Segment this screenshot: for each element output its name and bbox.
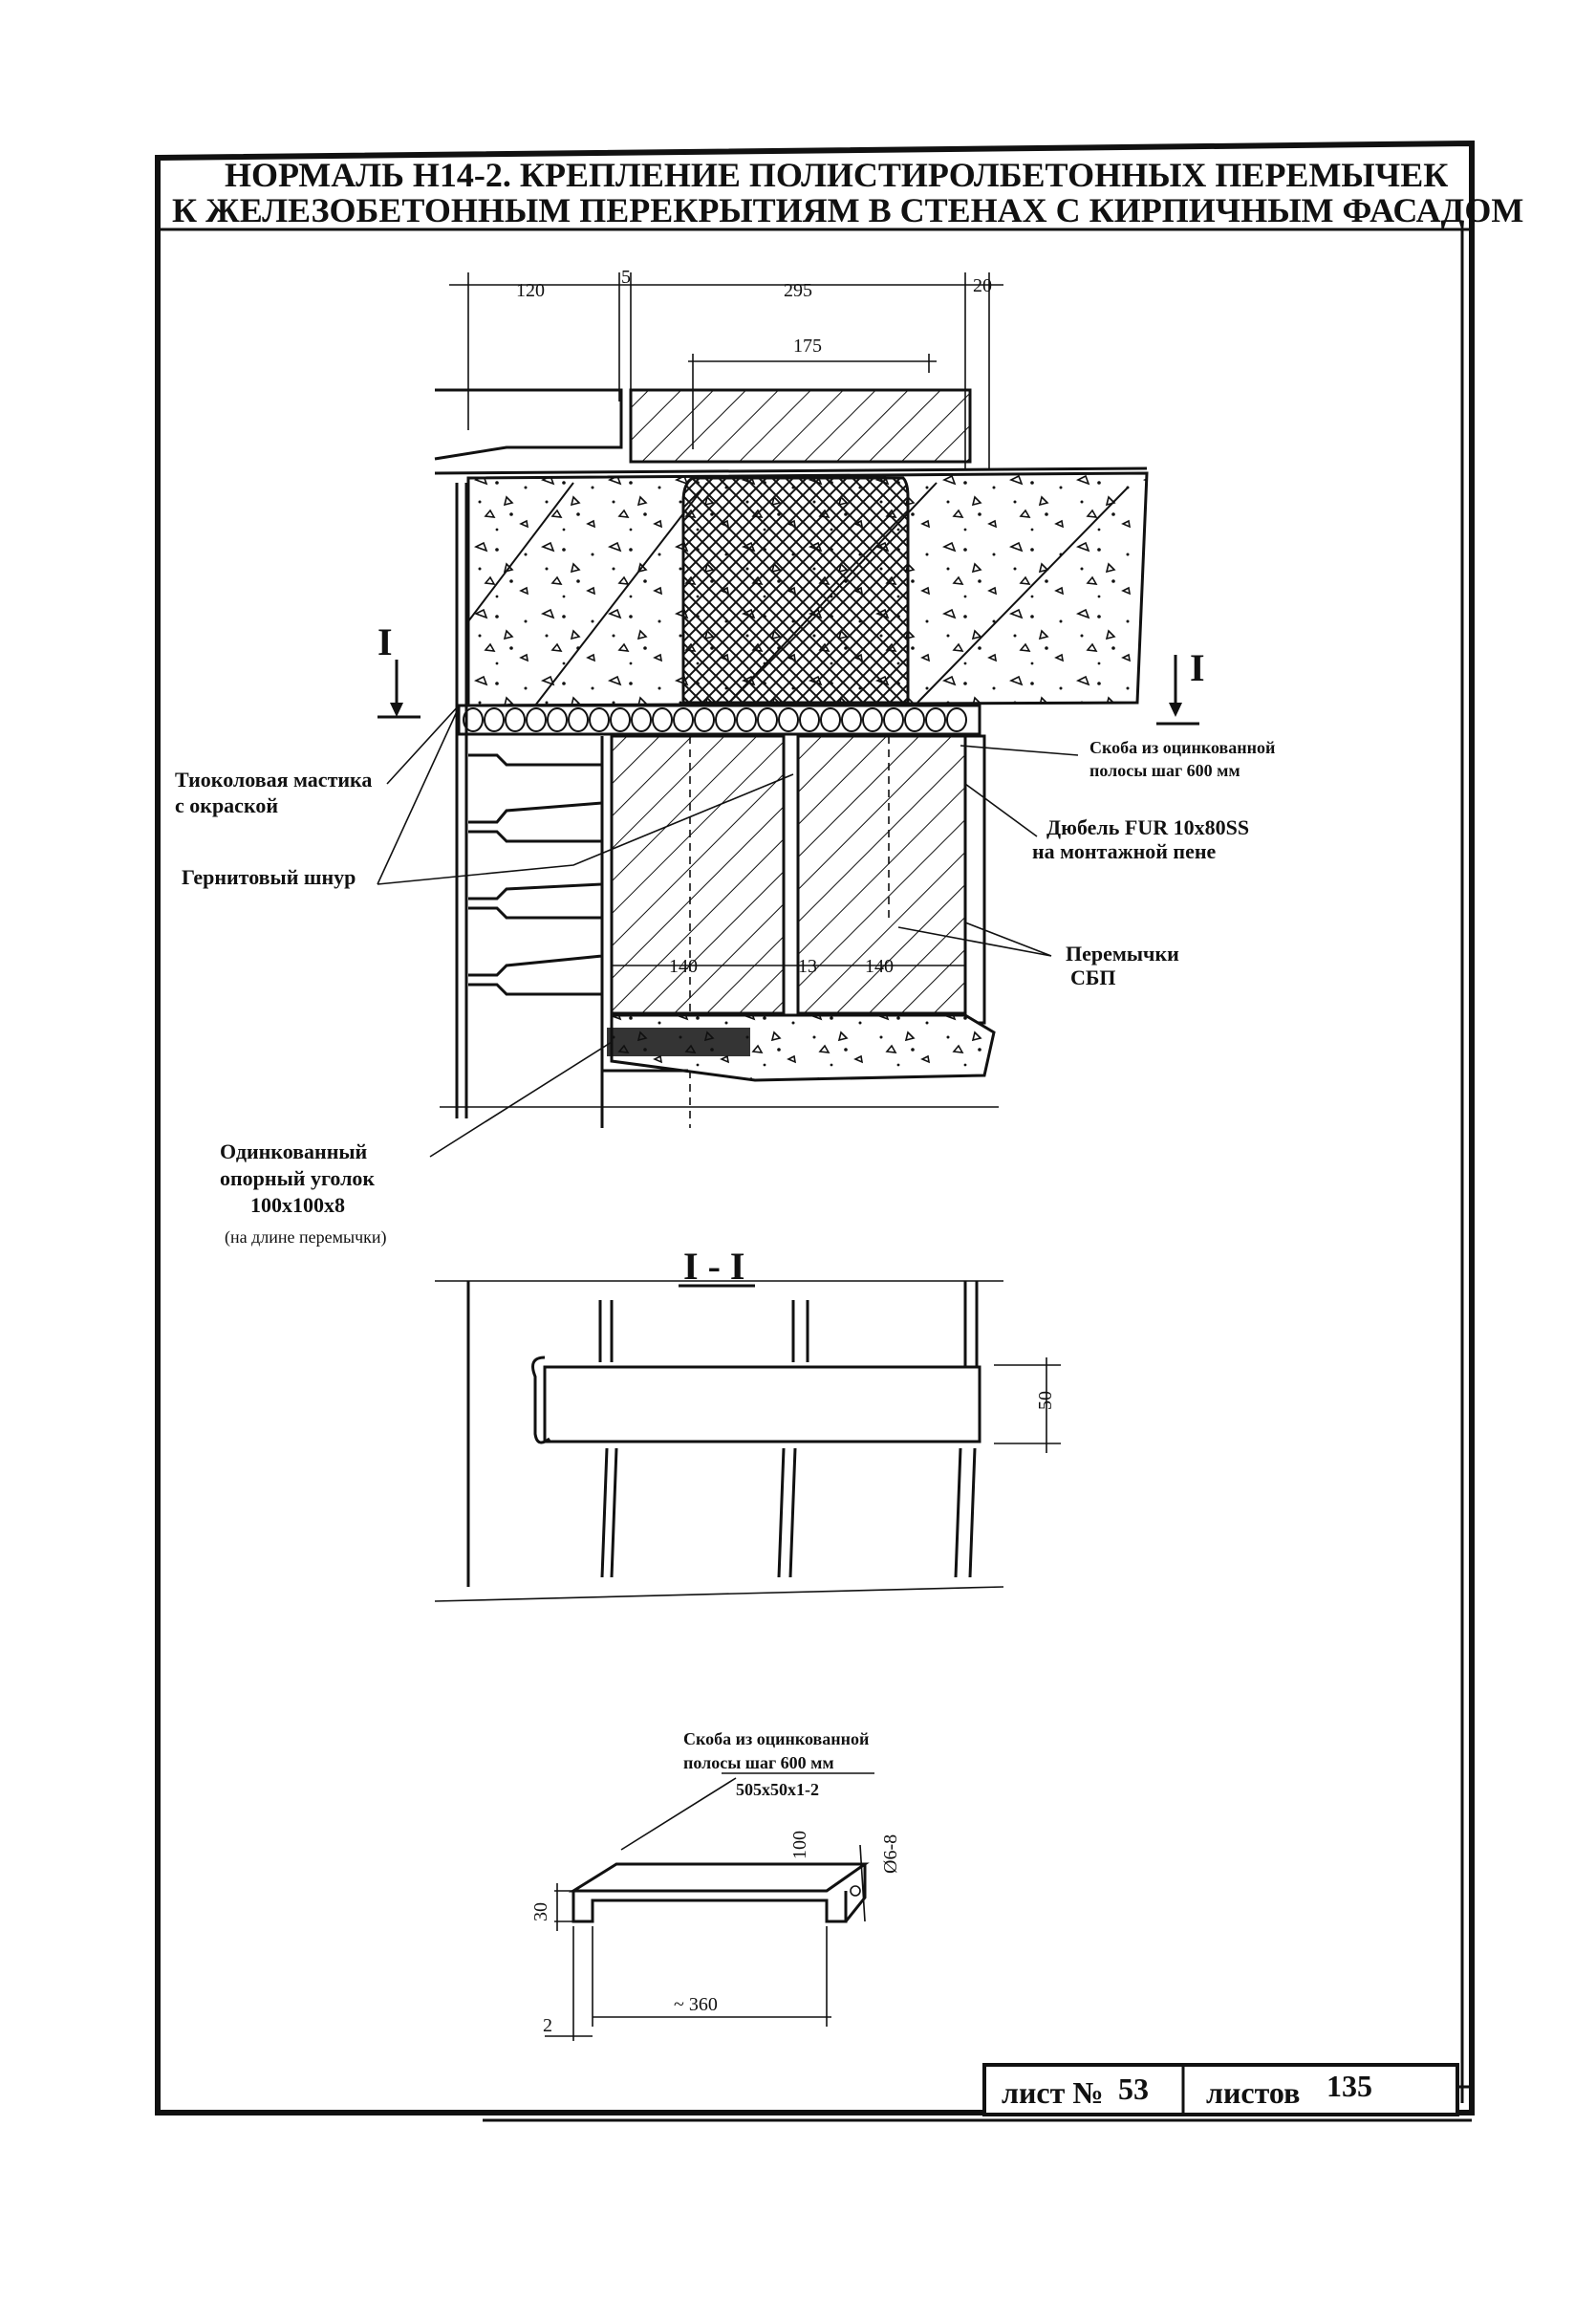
- cord-circle: [547, 707, 568, 732]
- callout-angle: Одинкованный: [220, 1139, 368, 1163]
- callout-dowel: Дюбель FUR 10x80SS: [1046, 815, 1249, 839]
- cord-circle: [589, 707, 610, 732]
- section-mark-right: I: [1156, 646, 1205, 726]
- callout-angle-3: 100x100x8: [250, 1193, 345, 1217]
- cord-circle: [652, 707, 673, 732]
- cord-circle: [799, 707, 820, 732]
- brick-facade: [440, 483, 999, 1128]
- dim-5: 5: [621, 267, 631, 288]
- bracket-spec: 505x50x1-2: [736, 1780, 819, 1799]
- cord-circle: [673, 707, 694, 732]
- cord-circle: [526, 707, 547, 732]
- dim-30: 30: [530, 1902, 551, 1921]
- callout-bracket-2: полосы шаг 600 мм: [1089, 761, 1240, 780]
- section-mark-left: I: [377, 620, 421, 719]
- cord-circle: [757, 707, 778, 732]
- cord-circle: [820, 707, 841, 732]
- callout-mastic: Тиоколовая мастика: [175, 768, 372, 792]
- callout-angle-2: опорный уголок: [220, 1166, 375, 1190]
- main-section: 120 5 295 20 175 140 13 140: [175, 267, 1275, 1248]
- dim-295: 295: [784, 280, 812, 301]
- cord-circle: [631, 707, 652, 732]
- cord-circle: [778, 707, 799, 732]
- cord-circle: [694, 707, 715, 732]
- callout-lintels-2: СБП: [1070, 966, 1116, 989]
- callout-cord: Гернитовый шнур: [182, 865, 356, 889]
- dim-lintel-13: 13: [798, 956, 817, 977]
- sheet-header: НОРМАЛЬ Н14-2. КРЕПЛЕНИЕ ПОЛИСТИРОЛБЕТОН…: [158, 156, 1523, 231]
- lintel-right: [796, 734, 967, 1015]
- dim-d6-8: Ø6-8: [880, 1834, 901, 1874]
- dim-175: 175: [793, 336, 822, 357]
- section-I-I: I - I 50: [434, 1245, 1061, 1602]
- header-line-2: К ЖЕЛЕЗОБЕТОННЫМ ПЕРЕКРЫТИЯМ В СТЕНАХ С …: [172, 191, 1523, 229]
- bracket-label-2: полосы шаг 600 мм: [683, 1753, 834, 1772]
- sheet-total-label: листов: [1206, 2075, 1300, 2110]
- cord-circle: [568, 707, 589, 732]
- cord-circle: [841, 707, 862, 732]
- dim-20: 20: [973, 275, 992, 296]
- header-line-1: НОРМАЛЬ Н14-2. КРЕПЛЕНИЕ ПОЛИСТИРОЛБЕТОН…: [225, 156, 1448, 194]
- cord-circle: [463, 707, 484, 732]
- title-block: лист № 53 листов 135: [982, 2063, 1472, 2116]
- callout-lintels: Перемычки: [1066, 942, 1179, 966]
- dim-lintel-140-right: 140: [865, 956, 894, 977]
- sheet-total: 135: [1326, 2069, 1372, 2103]
- dim-lintel-140-left: 140: [669, 956, 698, 977]
- cord-circle: [925, 707, 946, 732]
- bracket-label: Скоба из оцинкованной: [683, 1729, 869, 1748]
- sheet-number-label: лист №: [1002, 2075, 1103, 2110]
- svg-text:I: I: [1190, 646, 1205, 689]
- dim-100: 100: [789, 1831, 810, 1859]
- cord-circle: [904, 707, 925, 732]
- callout-bracket: Скоба из оцинкованной: [1089, 738, 1275, 757]
- cord-circle: [883, 707, 904, 732]
- callout-angle-4: (на длине перемычки): [225, 1227, 387, 1248]
- cord-circle: [610, 707, 631, 732]
- dim-120: 120: [516, 280, 545, 301]
- sheet-number: 53: [1118, 2072, 1149, 2106]
- callout-dowel-2: на монтажной пене: [1032, 839, 1217, 863]
- cord-circle: [484, 707, 505, 732]
- dim-50: 50: [1035, 1391, 1056, 1410]
- cord-circle: [505, 707, 526, 732]
- bracket-detail: Скоба из оцинкованной полосы шаг 600 мм …: [530, 1729, 901, 2041]
- hernite-cord-row: [457, 704, 981, 736]
- cord-circle: [946, 707, 967, 732]
- cord-circle: [715, 707, 736, 732]
- cord-circle: [862, 707, 883, 732]
- svg-text:I: I: [377, 620, 393, 663]
- dim-2: 2: [543, 2015, 552, 2036]
- callout-mastic-2: с окраской: [175, 793, 278, 817]
- lintel-left: [610, 734, 786, 1015]
- dim-360: ~ 360: [674, 1994, 718, 2015]
- sheet-frame: [155, 140, 1475, 2122]
- cord-circle: [736, 707, 757, 732]
